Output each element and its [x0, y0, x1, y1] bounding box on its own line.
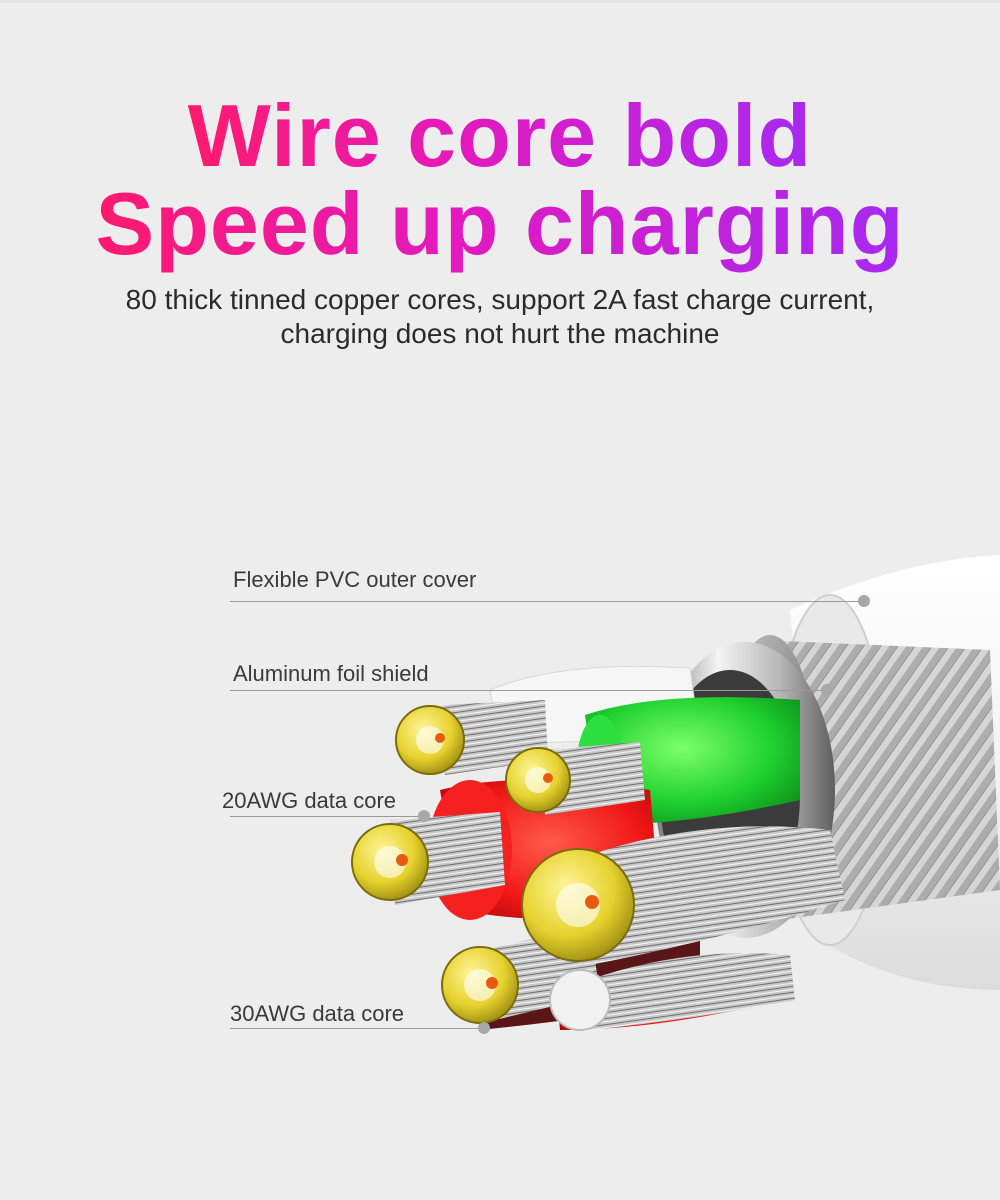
headline-line-2: Speed up charging — [95, 174, 905, 273]
leader-dot-20awg — [418, 810, 430, 822]
headline-line-1: Wire core bold — [187, 86, 813, 185]
subtitle: 80 thick tinned copper cores, support 2A… — [0, 283, 1000, 351]
strand-bundle-6 — [575, 953, 795, 1030]
leader-outer-cover — [230, 601, 865, 602]
label-foil-shield: Aluminum foil shield — [233, 661, 429, 686]
leader-dot-foil-shield — [821, 684, 833, 696]
tinned-core-4 — [521, 848, 635, 962]
leader-dot-outer-cover — [858, 595, 870, 607]
headline: Wire core bold Speed up charging — [0, 92, 1000, 268]
tinned-core-1 — [395, 705, 465, 775]
leader-dot-30awg — [478, 1022, 490, 1034]
leader-30awg — [230, 1028, 485, 1029]
leader-20awg — [230, 816, 425, 817]
tinned-core-2 — [505, 747, 571, 813]
bare-strand-end — [549, 969, 611, 1031]
label-outer-cover: Flexible PVC outer cover — [233, 567, 477, 592]
label-30awg: 30AWG data core — [230, 1001, 405, 1026]
subtitle-line-2: charging does not hurt the machine — [280, 318, 720, 349]
top-divider — [0, 0, 1000, 3]
label-20awg: 20AWG data core — [222, 788, 397, 813]
strand-bundle-4 — [575, 826, 845, 965]
leader-foil-shield — [230, 690, 828, 691]
subtitle-line-1: 80 thick tinned copper cores, support 2A… — [125, 284, 875, 315]
tinned-core-3 — [351, 823, 429, 901]
tinned-core-5 — [441, 946, 519, 1024]
